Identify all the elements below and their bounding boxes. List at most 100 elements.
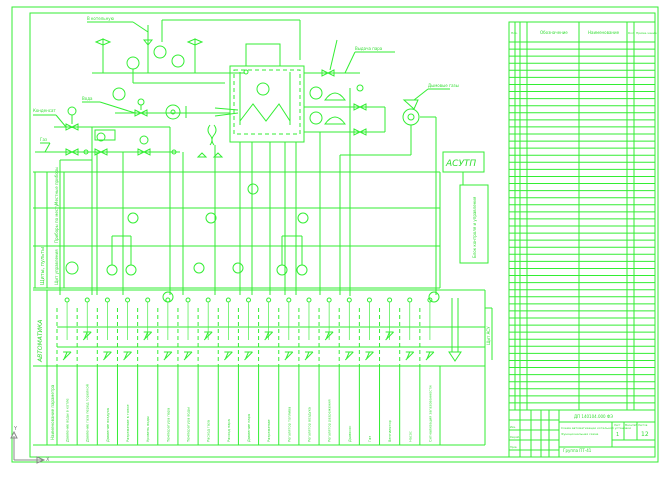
- label-fuel: Газ: [40, 137, 47, 142]
- valve-icon: [321, 69, 335, 77]
- automation-device-icon: [264, 331, 274, 341]
- automation-section: АВТОМАТИКА Наименование параметра Щит АС…: [33, 289, 493, 446]
- column-label: Газ: [368, 436, 372, 442]
- ucs-x-label: X: [46, 457, 50, 463]
- indicator-icon: [297, 212, 309, 224]
- title-block: ДП 140104.000 ФЭ Схема автоматизации кот…: [508, 409, 656, 458]
- automation-device-icon: [123, 351, 132, 361]
- actuator-icon: [324, 116, 346, 125]
- automation-title: АВТОМАТИКА: [37, 320, 44, 363]
- automation-device-icon: [82, 331, 92, 341]
- fan-icon: [165, 104, 181, 120]
- column-label: Уровень воды: [146, 416, 150, 442]
- automation-device-icon: [405, 351, 415, 361]
- terminal-point-icon: [387, 297, 393, 303]
- automation-device-icon: [425, 351, 435, 361]
- actuator-icon: [324, 92, 346, 101]
- indicator-icon: [428, 291, 440, 303]
- terminal-point-icon: [286, 297, 292, 303]
- terminal-point-icon: [185, 297, 191, 303]
- automation-device-icon: [62, 351, 72, 361]
- label-water: Вода: [82, 96, 93, 101]
- safety-valve-icon: [94, 38, 112, 73]
- terminal-point-icon: [225, 297, 231, 303]
- indicator-icon: [65, 261, 79, 275]
- label-scale: Масштаб: [625, 423, 637, 427]
- valve-icon: [353, 103, 367, 111]
- column-label: Давление газа перед горелкой: [86, 384, 90, 442]
- sheet-total: 12: [641, 431, 649, 438]
- row-label-1: Местные приборы: [54, 167, 59, 205]
- automation-device-icon: [203, 331, 213, 341]
- indicator-icon: [162, 291, 174, 303]
- boiler-shell: [229, 65, 305, 143]
- terminal-point-icon: [326, 297, 332, 303]
- valve-icon: [134, 109, 148, 117]
- column-label: Разрежение в топке: [126, 404, 130, 442]
- row-label-3: Щит управления: [54, 249, 59, 285]
- title-org: Группа ПТ-41: [563, 448, 592, 453]
- parameter-columns: Давление воды в котле Давление газа перед…: [56, 297, 441, 445]
- column-label: Регулятор разрежения: [328, 399, 332, 442]
- ucs-axis-icon: Y X: [10, 426, 50, 464]
- safety-valve-icon: [186, 38, 204, 73]
- label-top-inlet: В котельную: [87, 16, 115, 21]
- ucs-y-label: Y: [13, 426, 18, 432]
- automation-device-icon: [324, 331, 334, 341]
- smoke-exhaust-fan-icon: [402, 108, 420, 126]
- column-label: Температура воды: [187, 407, 191, 443]
- spec-header-note: Приме-чание: [636, 31, 657, 35]
- valve-icon: [353, 128, 367, 136]
- indicator-icon: [127, 212, 139, 224]
- label-steam-out: Выдача пара: [355, 46, 383, 51]
- right-side-label: Щит АСУ: [486, 326, 491, 345]
- column-label: Сигнализация загазованности: [428, 385, 432, 442]
- automation-device-icon: [244, 351, 253, 361]
- automation-device-icon: [143, 331, 153, 341]
- indicator-icon: [193, 262, 205, 274]
- signal-lines: [59, 127, 341, 295]
- column-label: Давление воды в котле: [66, 398, 70, 442]
- label-sheet: Лист: [614, 423, 621, 427]
- indicator-icon: [125, 264, 137, 276]
- valve-icon: [137, 148, 151, 156]
- column-label: Температура пара: [166, 408, 170, 443]
- terminal-point-icon: [84, 297, 90, 303]
- terminal-point-icon: [407, 297, 413, 303]
- automation-device-icon: [163, 351, 173, 361]
- spec-header-qty: Кол.: [628, 31, 635, 35]
- spec-header-name: Наименование: [588, 30, 620, 35]
- terminal-point-icon: [306, 297, 312, 303]
- gauge-icon: [171, 54, 185, 68]
- column-label: Вентилятор: [388, 419, 392, 442]
- terminal-point-icon: [366, 297, 372, 303]
- terminal-point-icon: [125, 297, 131, 303]
- specification-table: Поз. Обозначение Наименование Кол. Приме…: [508, 21, 657, 411]
- indicator-icon: [232, 262, 244, 274]
- label-smoke-out: Дымовые газы: [428, 83, 459, 88]
- acs-control-block: [459, 184, 489, 264]
- gauge-icon: [112, 87, 126, 101]
- indicator-icon: [205, 212, 217, 224]
- valve-icon: [94, 148, 108, 156]
- automation-device-icon: [304, 351, 314, 361]
- terminal-point-icon: [165, 297, 171, 303]
- output-arrow-icon: [448, 351, 462, 362]
- spec-header-designation: Обозначение: [540, 30, 568, 35]
- acs-sub-label: Блок контроля и управления: [472, 196, 477, 258]
- column-label: Регулятор воздуха: [307, 407, 311, 442]
- column-label: Расход пара: [227, 419, 231, 442]
- gauge-icon: [126, 56, 140, 70]
- spec-header-pos: Поз.: [511, 31, 518, 35]
- label-sheets: Листов: [638, 423, 648, 427]
- terminal-point-icon: [346, 297, 352, 303]
- title-name: Схема автоматизации котельной установки: [561, 426, 631, 430]
- column-label: Разрежение: [267, 419, 271, 442]
- terminal-point-icon: [64, 297, 70, 303]
- column-label: Давление воздуха: [106, 408, 110, 442]
- parameter-header: Наименование параметра: [50, 384, 55, 440]
- indicator-icon: [247, 183, 259, 195]
- instrument-panel: Щиты, пульты Местные приборы Приборы по …: [33, 167, 441, 289]
- automation-device-icon: [284, 351, 294, 361]
- column-label: Давление пара: [247, 414, 251, 442]
